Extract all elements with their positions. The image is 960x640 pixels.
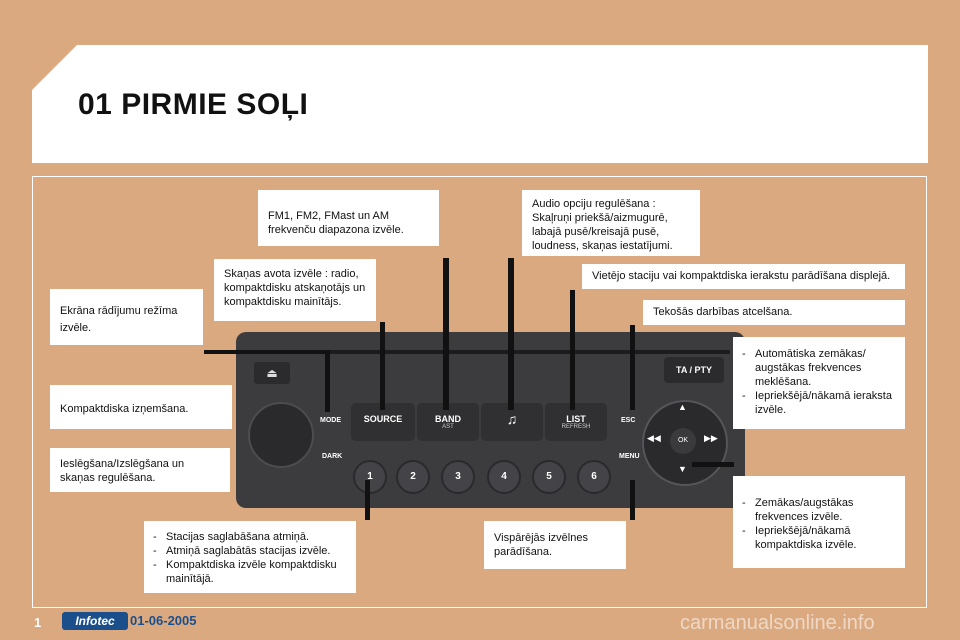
arrow-right-icon[interactable]: ▶▶ xyxy=(704,433,718,443)
list-label: LIST xyxy=(566,414,586,424)
power-callout: Ieslēgšana/Izslēgšana un skaņas regulēša… xyxy=(50,448,230,492)
ok-button[interactable]: OK xyxy=(670,428,696,454)
ta-pty-button[interactable]: TA / PTY xyxy=(664,357,724,383)
menu-button[interactable]: MENU xyxy=(619,453,640,460)
audio-icon: ♫ xyxy=(506,411,518,427)
leftright-item: Zemākas/augstākas frekvences izvēle. xyxy=(737,496,901,524)
direction-pad[interactable] xyxy=(642,400,728,486)
updown-item: Automātiska zemākas/ augstākas frekvence… xyxy=(737,347,901,389)
presets-item: Kompaktdiska izvēle kompaktdisku mainītā… xyxy=(148,558,352,586)
footer-date: 01-06-2005 xyxy=(130,613,197,628)
arrow-down-icon[interactable]: ▼ xyxy=(678,464,687,474)
esc-pointer xyxy=(630,325,635,410)
eject-callout: Kompaktdiska izņemšana. xyxy=(50,385,232,429)
preset-4-button[interactable]: 4 xyxy=(487,460,521,494)
audio-pointer xyxy=(508,258,514,410)
eject-button[interactable]: ⏏ xyxy=(254,362,290,384)
dark-button[interactable]: DARK xyxy=(322,453,343,460)
watermark: carmanualsonline.info xyxy=(680,612,875,634)
preset-1-button[interactable]: 1 xyxy=(353,460,387,494)
band-label: BAND xyxy=(435,414,461,424)
page-title: 01 PIRMIE SOĻI xyxy=(78,88,309,121)
presets-item: Stacijas saglabāšana atmiņā. xyxy=(148,530,352,544)
list-pointer xyxy=(570,290,575,410)
source-label: SOURCE xyxy=(363,414,403,424)
band-callout: FM1, FM2, FMast un AM frekvenču diapazon… xyxy=(258,190,439,246)
arrow-up-icon[interactable]: ▲ xyxy=(678,402,687,412)
menu-callout: Vispārējās izvēlnes parādīšana. xyxy=(484,521,626,569)
list-sublabel: REFRESH xyxy=(561,424,591,430)
leftright-item: Iepriekšējā/nākamā kompaktdiska izvēle. xyxy=(737,524,901,552)
leftright-pointer xyxy=(692,462,734,467)
preset-2-button[interactable]: 2 xyxy=(396,460,430,494)
audio-callout: Audio opciju regulēšana : Skaļruņi priek… xyxy=(522,190,700,256)
content-frame xyxy=(32,176,927,608)
mode-button[interactable]: MODE xyxy=(320,417,341,424)
cd-slot xyxy=(300,350,730,354)
updown-callout: Automātiska zemākas/ augstākas frekvence… xyxy=(733,337,905,429)
presets-item: Atmiņā saglabātās stacijas izvēle. xyxy=(148,544,352,558)
esc-button[interactable]: ESC xyxy=(621,417,636,424)
preset-pointer xyxy=(365,480,370,520)
mode-pointer-v xyxy=(325,350,330,412)
list-callout: Vietējo staciju vai kompaktdiska ierakst… xyxy=(582,264,905,289)
mode-callout: Ekrāna rādījumu režīma izvēle. xyxy=(50,289,203,345)
menu-pointer xyxy=(630,480,635,520)
source-callout: Skaņas avota izvēle : radio, kompaktdisk… xyxy=(214,259,376,321)
source-pointer xyxy=(380,322,385,410)
preset-6-button[interactable]: 6 xyxy=(577,460,611,494)
page-number: 1 xyxy=(34,615,42,630)
preset-3-button[interactable]: 3 xyxy=(441,460,475,494)
esc-callout: Tekošās darbības atcelšana. xyxy=(643,300,905,325)
leftright-callout: Zemākas/augstākas frekvences izvēle. Iep… xyxy=(733,476,905,568)
updown-item: Iepriekšējā/nākamā ieraksta izvēle. xyxy=(737,389,901,417)
band-pointer xyxy=(443,258,449,410)
presets-callout: Stacijas saglabāšana atmiņā. Atmiņā sagl… xyxy=(144,521,356,593)
preset-5-button[interactable]: 5 xyxy=(532,460,566,494)
volume-knob[interactable] xyxy=(248,402,314,468)
band-sublabel: AST xyxy=(442,424,454,430)
header-panel xyxy=(32,45,928,163)
mode-pointer-h xyxy=(204,350,329,354)
arrow-left-icon[interactable]: ◀◀ xyxy=(647,433,661,443)
infotec-badge: Infotec xyxy=(62,612,128,630)
